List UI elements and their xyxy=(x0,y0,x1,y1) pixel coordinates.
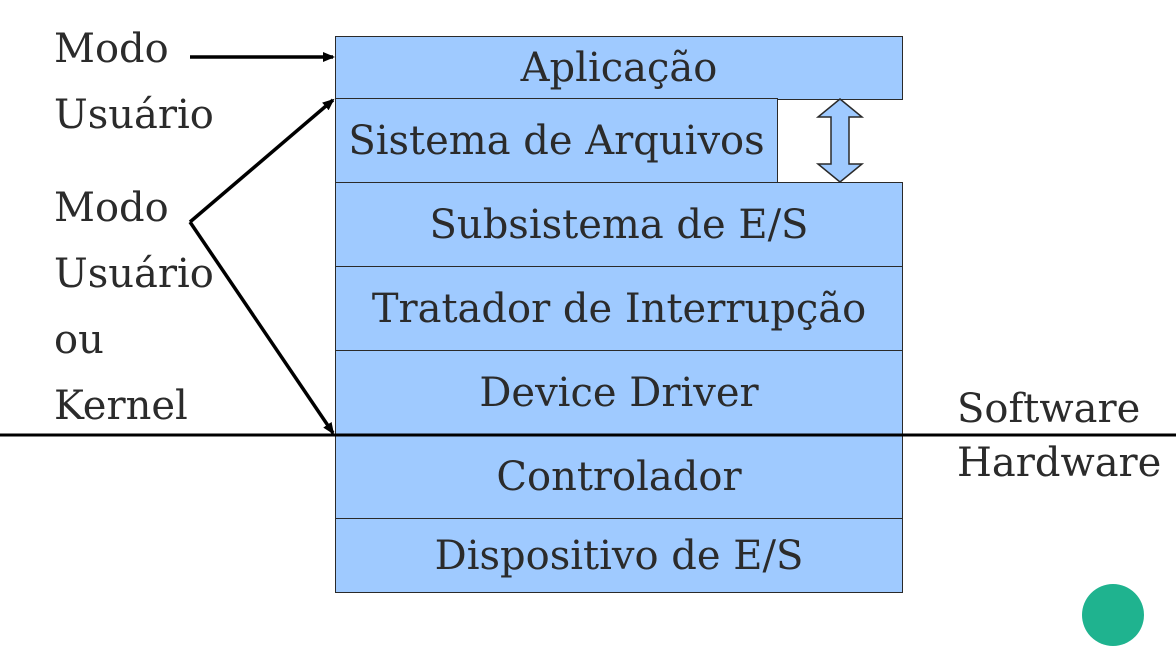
layer-subsistema-es: Subsistema de E/S xyxy=(335,182,903,268)
layer-controlador: Controlador xyxy=(335,434,903,520)
kernel-mode-arrow-up xyxy=(188,98,335,224)
corner-accent-dot xyxy=(1082,584,1144,646)
bypass-double-arrow-icon xyxy=(815,98,865,183)
layer-subsistema-es-label: Subsistema de E/S xyxy=(429,202,809,248)
layer-sistema-de-arquivos-label: Sistema de Arquivos xyxy=(348,118,765,164)
user-mode-label: Modo Usuário xyxy=(54,16,214,148)
layer-tratador-de-interrupcao-label: Tratador de Interrupção xyxy=(371,286,867,332)
user-or-kernel-line-1: Modo xyxy=(54,185,169,231)
layer-dispositivo-es-label: Dispositivo de E/S xyxy=(434,532,804,579)
software-label: Software xyxy=(957,386,1141,432)
layer-device-driver-label: Device Driver xyxy=(479,370,759,416)
hardware-label: Hardware xyxy=(957,440,1162,486)
kernel-mode-arrow-down xyxy=(188,221,335,435)
layer-tratador-de-interrupcao: Tratador de Interrupção xyxy=(335,266,903,352)
user-or-kernel-mode-label: Modo Usuário ou Kernel xyxy=(54,175,214,439)
user-mode-line-2: Usuário xyxy=(54,92,214,138)
user-or-kernel-line-2: Usuário xyxy=(54,251,214,297)
layer-controlador-label: Controlador xyxy=(496,454,742,500)
layer-device-driver: Device Driver xyxy=(335,350,903,436)
user-mode-line-1: Modo xyxy=(54,26,169,72)
diagram-connectors xyxy=(0,52,1176,437)
layer-aplicacao: Aplicação xyxy=(335,36,903,100)
layer-aplicacao-label: Aplicação xyxy=(520,45,718,91)
user-or-kernel-line-3: ou xyxy=(54,317,104,363)
layer-dispositivo-es: Dispositivo de E/S xyxy=(335,518,903,593)
user-or-kernel-line-4: Kernel xyxy=(54,383,188,429)
